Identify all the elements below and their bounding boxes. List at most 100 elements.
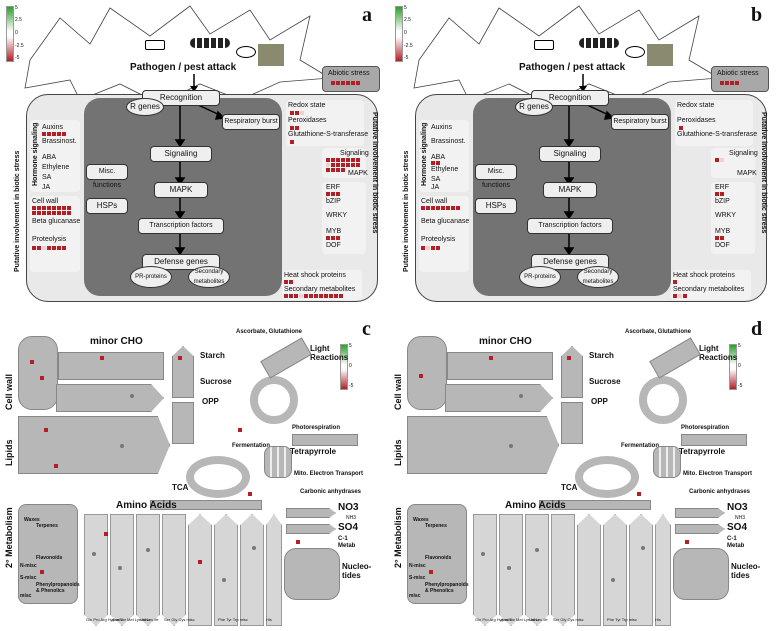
legend-tick: -5	[15, 55, 20, 61]
signaling-r-label: Signaling	[340, 150, 369, 157]
waxes-label: Waxes	[24, 517, 40, 523]
gene-mark-neutral	[611, 578, 615, 582]
gene-mark	[100, 356, 104, 360]
legend-tick: 5	[738, 343, 741, 349]
ethylene-label: Ethylene	[42, 164, 70, 171]
misc-label: misc	[409, 593, 421, 599]
abiotic-cells	[331, 81, 371, 85]
opp-label: OPP	[202, 397, 219, 406]
legend-tick: 0	[404, 30, 407, 36]
brassinost-label: Brassinost.	[431, 138, 466, 145]
fungus-photo	[258, 44, 284, 66]
mapk-r-label: MAPK	[348, 170, 368, 177]
erf-label: ERF	[326, 184, 340, 191]
aa-column	[629, 514, 653, 626]
tetrapyrrole-label: Tetrapyrrole	[290, 447, 337, 456]
gene-mark	[567, 356, 571, 360]
gene-mark-neutral	[519, 394, 523, 398]
redox-label: Redox state	[288, 102, 326, 109]
tf-box: ERF bZIP WRKY MYB DOF	[711, 182, 755, 254]
secmet-node: Secondary metabolites	[577, 266, 619, 288]
photoresp-label: Photorespiration	[681, 425, 730, 431]
respburst-node: Respiratory burst	[611, 114, 669, 130]
secondary-box	[18, 504, 78, 604]
cellwall-label: Cell wall	[32, 198, 59, 205]
amino-label: Amino Acids	[116, 500, 177, 511]
secondary-box	[407, 504, 467, 604]
peroxidases-label: Peroxidases	[288, 117, 327, 124]
fungus-photo	[647, 44, 673, 66]
legend-tick: -5	[404, 55, 409, 61]
phenyl-label: Phenylpropanoids & Phenolics	[36, 582, 80, 594]
myb-label: MYB	[326, 228, 342, 235]
signaling-node: Signaling	[150, 146, 212, 162]
aa-column	[240, 514, 264, 626]
beta-glucanase-label: Beta glucanase	[32, 218, 81, 225]
aa-label: His	[655, 617, 661, 622]
tca-cycle	[186, 456, 250, 498]
gene-mark	[198, 560, 202, 564]
rgenes-node: R genes	[515, 98, 553, 116]
aa-label: Val Leu Ile	[529, 617, 548, 622]
aa-label: Gln Pro Arg Hyp misc	[86, 617, 125, 622]
beta-glucanase-label: Beta glucanase	[421, 218, 470, 225]
aa-label: His	[266, 617, 272, 622]
nmisc-label: N-misc	[20, 563, 37, 569]
minor-cho-row	[58, 352, 164, 380]
hormone-box: Auxins Brassinost. ABA Ethylene SA JA	[30, 120, 80, 192]
light-label: Light Reactions	[310, 344, 349, 362]
legend-tick: 5	[404, 5, 407, 11]
gene-mark	[419, 374, 423, 378]
aa-label: Ser Gly Cys misc	[164, 617, 195, 622]
pr-node: PR-proteins	[519, 266, 561, 288]
cellwall-label: Cell wall	[421, 198, 448, 205]
gene-mark	[685, 540, 689, 544]
so4-label: SO4	[338, 522, 359, 533]
signaling-r-label: Signaling	[729, 150, 758, 157]
opp-label: OPP	[591, 397, 608, 406]
aa-label: Val Leu Ile	[140, 617, 159, 622]
aa-label: Phe Tyr Trp misc	[607, 617, 637, 622]
panel-label: a	[362, 4, 372, 26]
flavonoids-label: Flavonoids	[36, 555, 63, 561]
c1-label: C-1 Metab	[727, 536, 745, 549]
aa-label: Ser Gly Cys misc	[553, 617, 584, 622]
cellwall-shape	[18, 336, 58, 410]
hsps-node: HSPs	[475, 198, 517, 214]
smisc-label: S-misc	[409, 575, 426, 581]
lipid-shape	[407, 416, 559, 474]
sucrose-label: Sucrose	[200, 377, 232, 386]
abiotic-box: Abiotic stress	[711, 66, 769, 92]
bacterium-icon	[534, 40, 554, 50]
sucrose-shape	[172, 402, 194, 444]
cellwall-shape	[407, 336, 447, 410]
mapk-node: MAPK	[154, 182, 208, 198]
mito-label: Mito. Electron Transport	[294, 471, 364, 477]
redox-box: Redox state Peroxidases Glutathione-S-tr…	[675, 100, 757, 146]
nucleo-label: Nucleo- tides	[342, 562, 372, 580]
sucrose-shape	[561, 402, 583, 444]
aa-label: Asn Thr Met Lys misc	[501, 617, 540, 622]
ethylene-label: Ethylene	[431, 166, 459, 173]
aa-column	[84, 514, 108, 626]
gene-mark-neutral	[507, 566, 511, 570]
pr-node: PR-proteins	[130, 266, 172, 288]
ja-label: JA	[431, 184, 440, 191]
bacterium-icon	[145, 40, 165, 50]
misc-label: misc	[20, 593, 32, 599]
aa-column	[603, 514, 627, 626]
mito-shape	[653, 446, 681, 478]
panel-b: b 5 2.5 0 -2.5 -5 Pathogen / pest attack…	[389, 0, 778, 310]
aa-column	[473, 514, 497, 626]
starch-shape	[172, 346, 194, 398]
gst-label: Glutathione-S-transferase	[677, 131, 758, 138]
gene-mark-neutral	[130, 394, 134, 398]
gene-mark-neutral	[222, 578, 226, 582]
ascorbate-label: Ascorbate, Glutathione	[625, 329, 692, 335]
gene-mark	[30, 360, 34, 364]
gene-mark	[489, 356, 493, 360]
pathogen-title: Pathogen / pest attack	[130, 62, 237, 73]
nh3-label: NH3	[735, 515, 746, 521]
dof-label: DOF	[326, 242, 341, 249]
auxins-label: Auxins	[42, 124, 64, 131]
